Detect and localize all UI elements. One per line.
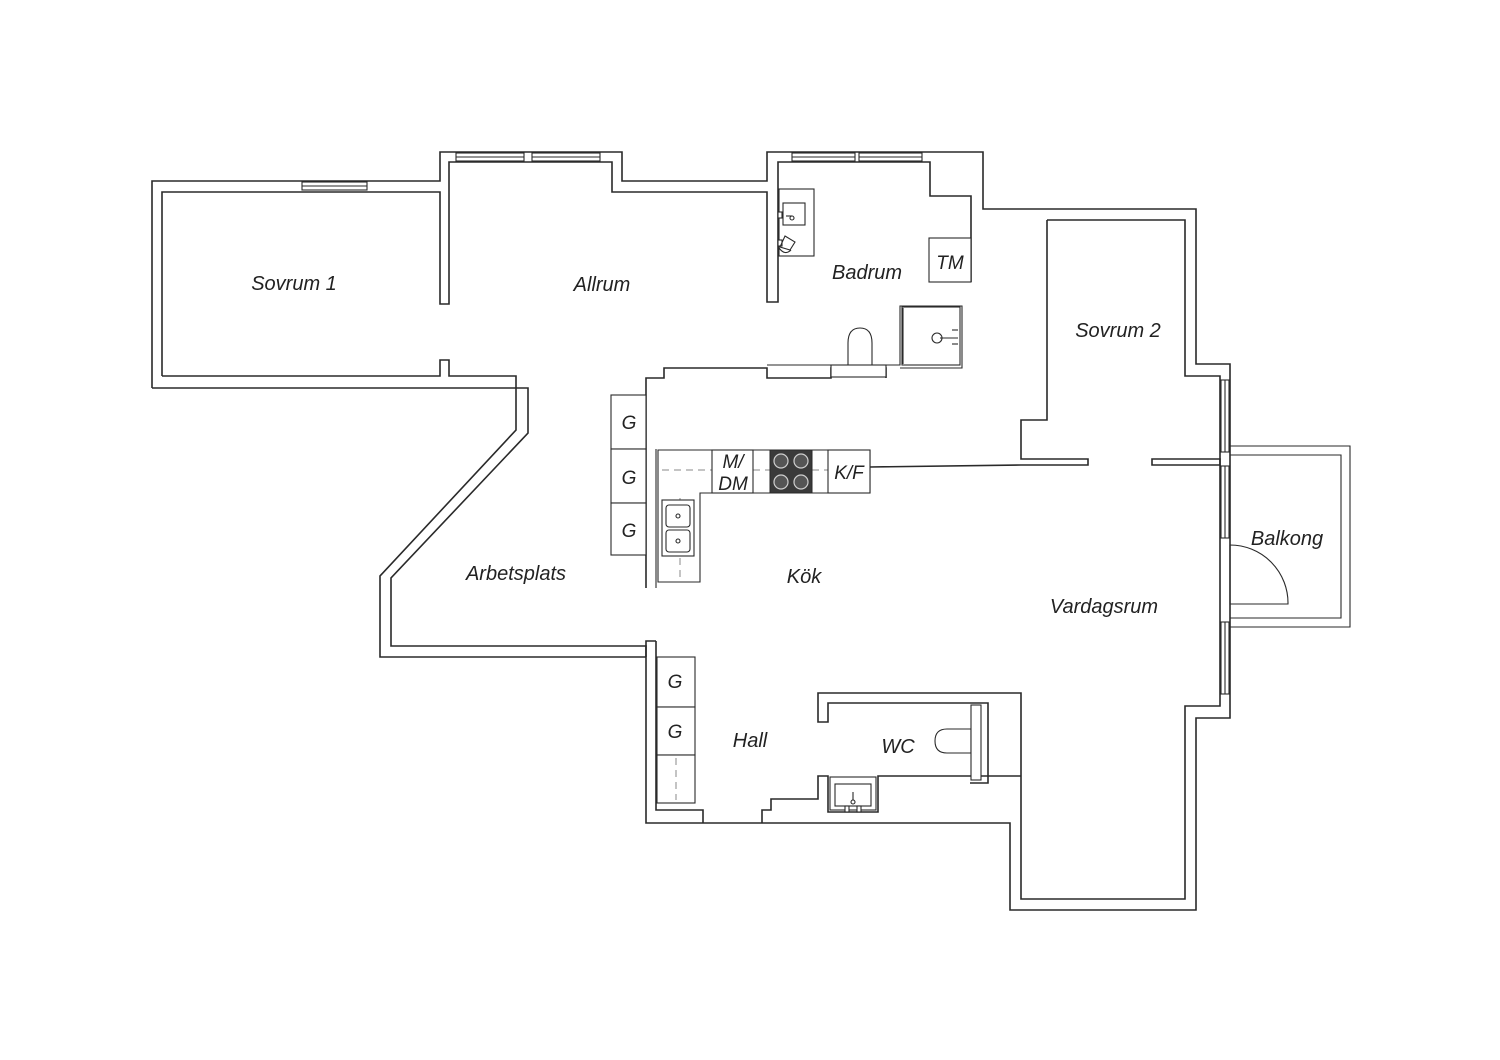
wall-hall-inner xyxy=(761,775,1021,823)
label-badrum: Badrum xyxy=(832,262,902,284)
label-wc: WC xyxy=(881,736,915,758)
windows xyxy=(301,152,1230,695)
label-wardrobe-4: G xyxy=(668,672,683,693)
label-wardrobe-2: G xyxy=(622,468,637,489)
label-wardrobe-3: G xyxy=(622,521,637,542)
label-md-top: M/ xyxy=(722,452,745,473)
label-vardagsrum: Vardagsrum xyxy=(1050,596,1158,618)
balcony-door-swing xyxy=(1229,544,1289,605)
label-md-bottom: DM xyxy=(718,474,748,495)
md-box xyxy=(711,449,754,494)
label-hall: Hall xyxy=(733,730,768,752)
wall-sovrum2-right xyxy=(1151,458,1221,466)
badrum-fixtures xyxy=(777,188,972,378)
wall-sovrum2 xyxy=(869,220,1089,468)
balcony-outline xyxy=(1230,445,1351,628)
wall-sovrum1-bottom xyxy=(162,359,646,658)
label-arbetsplats: Arbetsplats xyxy=(465,563,566,585)
room-labels: Sovrum 1 Allrum Badrum Sovrum 2 Arbetspl… xyxy=(251,262,1323,758)
hall-fixtures xyxy=(656,656,982,813)
wall-ne-inner xyxy=(817,219,1221,900)
hob-burner-1 xyxy=(773,453,789,469)
wardrobe-2 xyxy=(610,448,647,504)
wardrobe-5 xyxy=(656,706,696,756)
wardrobe-1 xyxy=(610,394,647,450)
label-sovrum1: Sovrum 1 xyxy=(251,273,337,295)
wall-sovrum1-outer xyxy=(151,151,1231,911)
wardrobe-3 xyxy=(610,502,647,556)
wall-hall-outer xyxy=(655,641,704,823)
toilet-badrum xyxy=(847,327,873,366)
label-balkong: Balkong xyxy=(1251,528,1323,550)
label-wardrobe-1: G xyxy=(622,413,637,434)
wall-west-outer xyxy=(152,387,647,657)
label-tm: TM xyxy=(936,253,964,274)
fixture-labels: TM M/ DM K/F G G G G G xyxy=(622,253,964,743)
balcony xyxy=(1229,445,1351,628)
hob-burner-2 xyxy=(793,453,809,469)
tm-box xyxy=(928,237,972,283)
hob-burner-4 xyxy=(793,474,809,490)
label-wardrobe-5: G xyxy=(668,722,683,743)
label-kok: Kök xyxy=(787,566,822,588)
label-sovrum2: Sovrum 2 xyxy=(1075,320,1161,342)
wardrobe-4 xyxy=(656,656,696,708)
wall-sovrum1-inner xyxy=(161,161,972,376)
shower xyxy=(901,306,961,366)
toilet-wc xyxy=(934,728,972,754)
hob-burner-3 xyxy=(773,474,789,490)
kf-box xyxy=(827,449,871,494)
label-kf: K/F xyxy=(834,463,865,484)
kitchen-fixtures xyxy=(610,394,871,583)
label-allrum: Allrum xyxy=(573,274,631,296)
